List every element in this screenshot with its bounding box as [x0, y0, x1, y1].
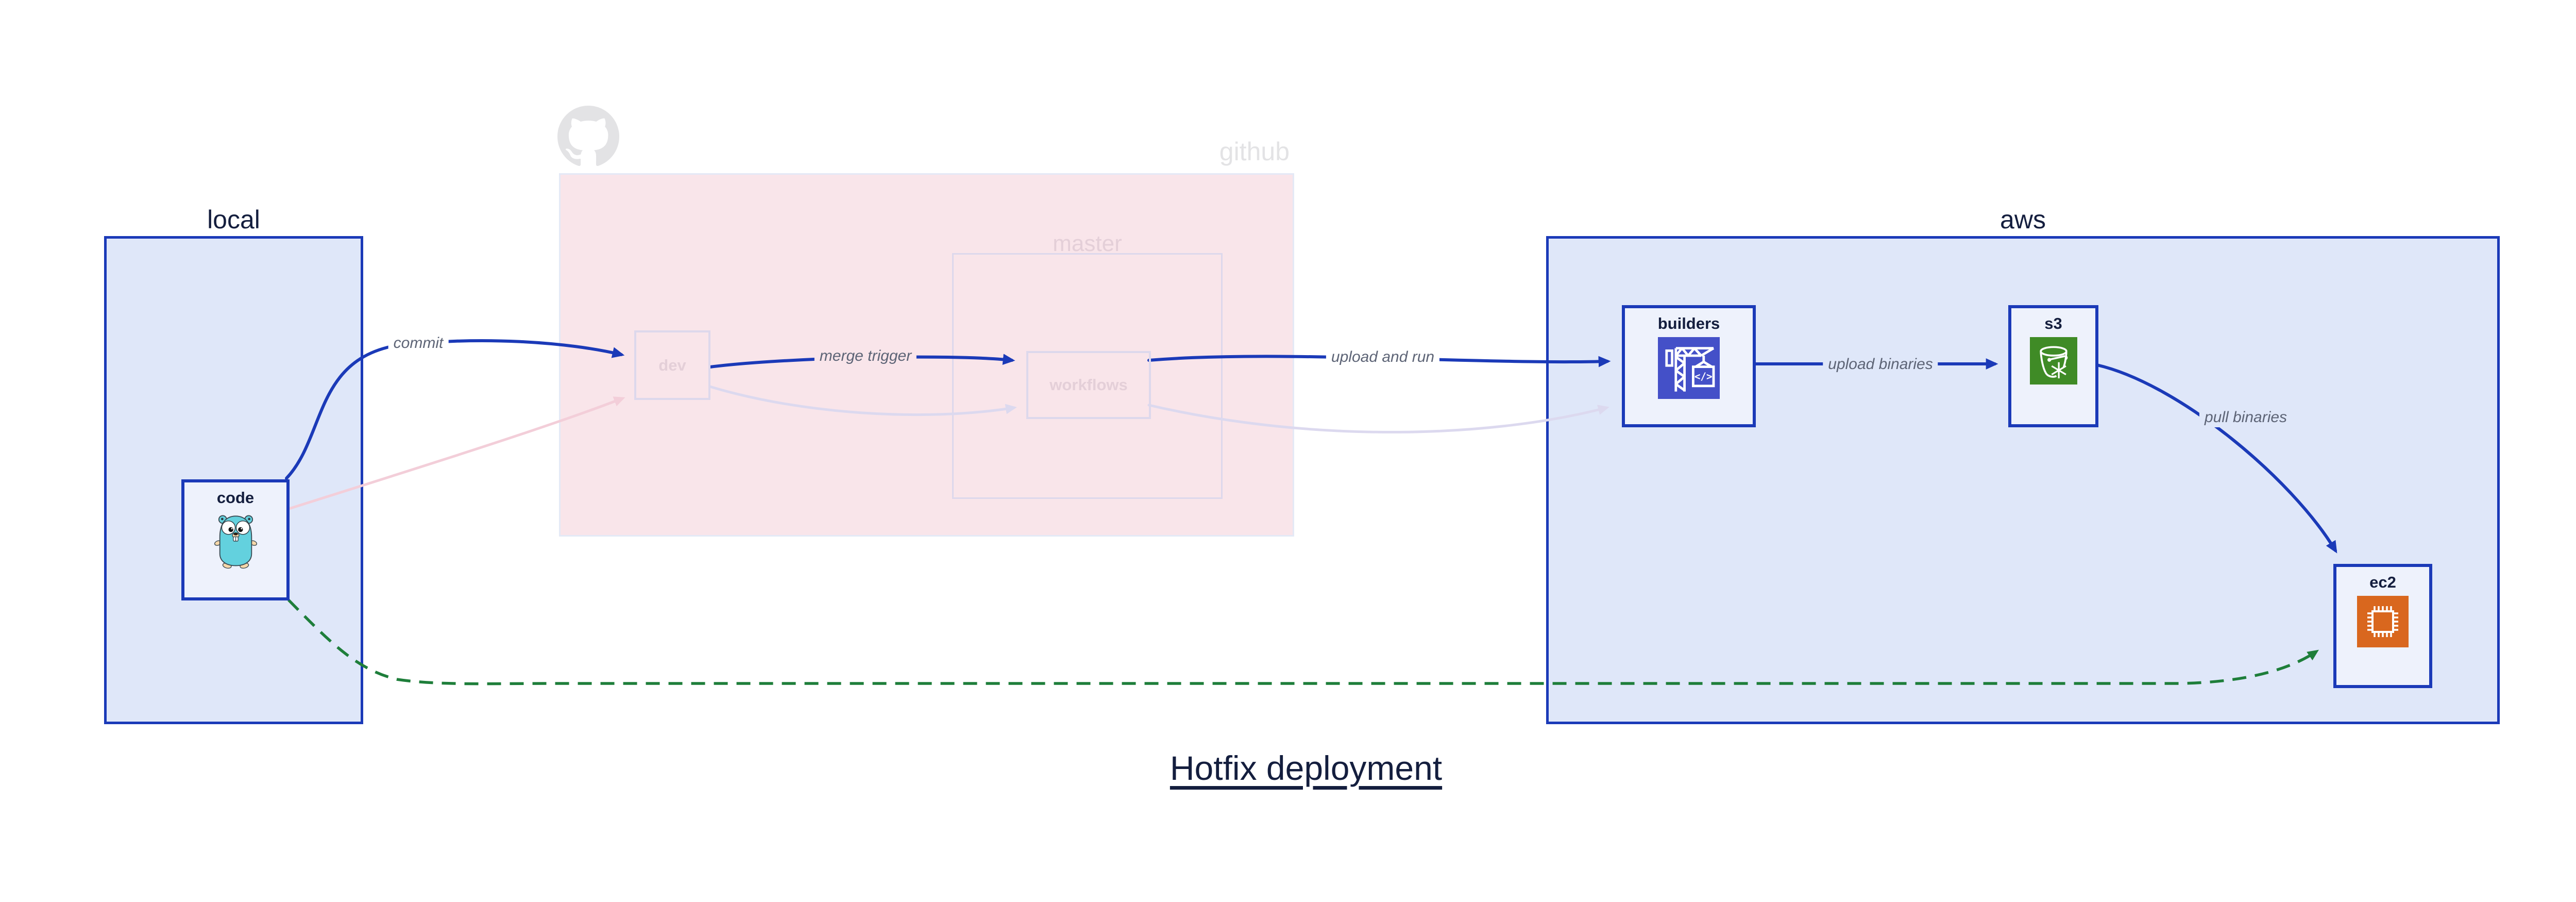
node-workflows: workflows [1026, 351, 1151, 419]
node-builders-label: builders [1657, 314, 1720, 332]
diagram-title: Hotfix deployment [1170, 749, 1443, 787]
edge-label-upload-and-run: upload and run [1326, 347, 1440, 367]
group-local-label: local [207, 205, 260, 234]
s3-glacier-icon [2029, 337, 2077, 385]
codebuild-icon: </> [1658, 337, 1720, 399]
svg-text:</>: </> [1694, 371, 1713, 382]
group-master: master workflows [952, 231, 1223, 499]
edge-label-pull-binaries: pull binaries [2199, 408, 2293, 427]
github-logo-icon [557, 106, 619, 168]
node-code-label: code [216, 489, 255, 507]
node-code: code [181, 479, 290, 600]
group-local: local code [104, 205, 363, 724]
node-ec2: ec2 [2333, 564, 2432, 688]
edge-label-upload-binaries: upload binaries [1823, 355, 1938, 374]
node-ec2-label: ec2 [2369, 573, 2396, 591]
group-github-label: github [1219, 137, 1290, 166]
node-s3-label: s3 [2044, 314, 2062, 332]
edge-label-commit: commit [388, 333, 449, 353]
node-workflows-label: workflows [1049, 376, 1128, 394]
gopher-icon [211, 511, 260, 569]
group-aws: aws builders [1546, 205, 2500, 724]
node-dev-label: dev [658, 356, 686, 374]
edge-label-merge-trigger: merge trigger [814, 346, 917, 366]
ec2-icon [2357, 596, 2409, 647]
group-master-label: master [1053, 231, 1122, 256]
node-s3: s3 [2008, 305, 2098, 427]
group-github: github dev master workflows [557, 106, 1294, 537]
node-builders: builders </ [1622, 305, 1756, 427]
group-aws-label: aws [2000, 205, 2046, 234]
node-dev: dev [634, 330, 710, 400]
